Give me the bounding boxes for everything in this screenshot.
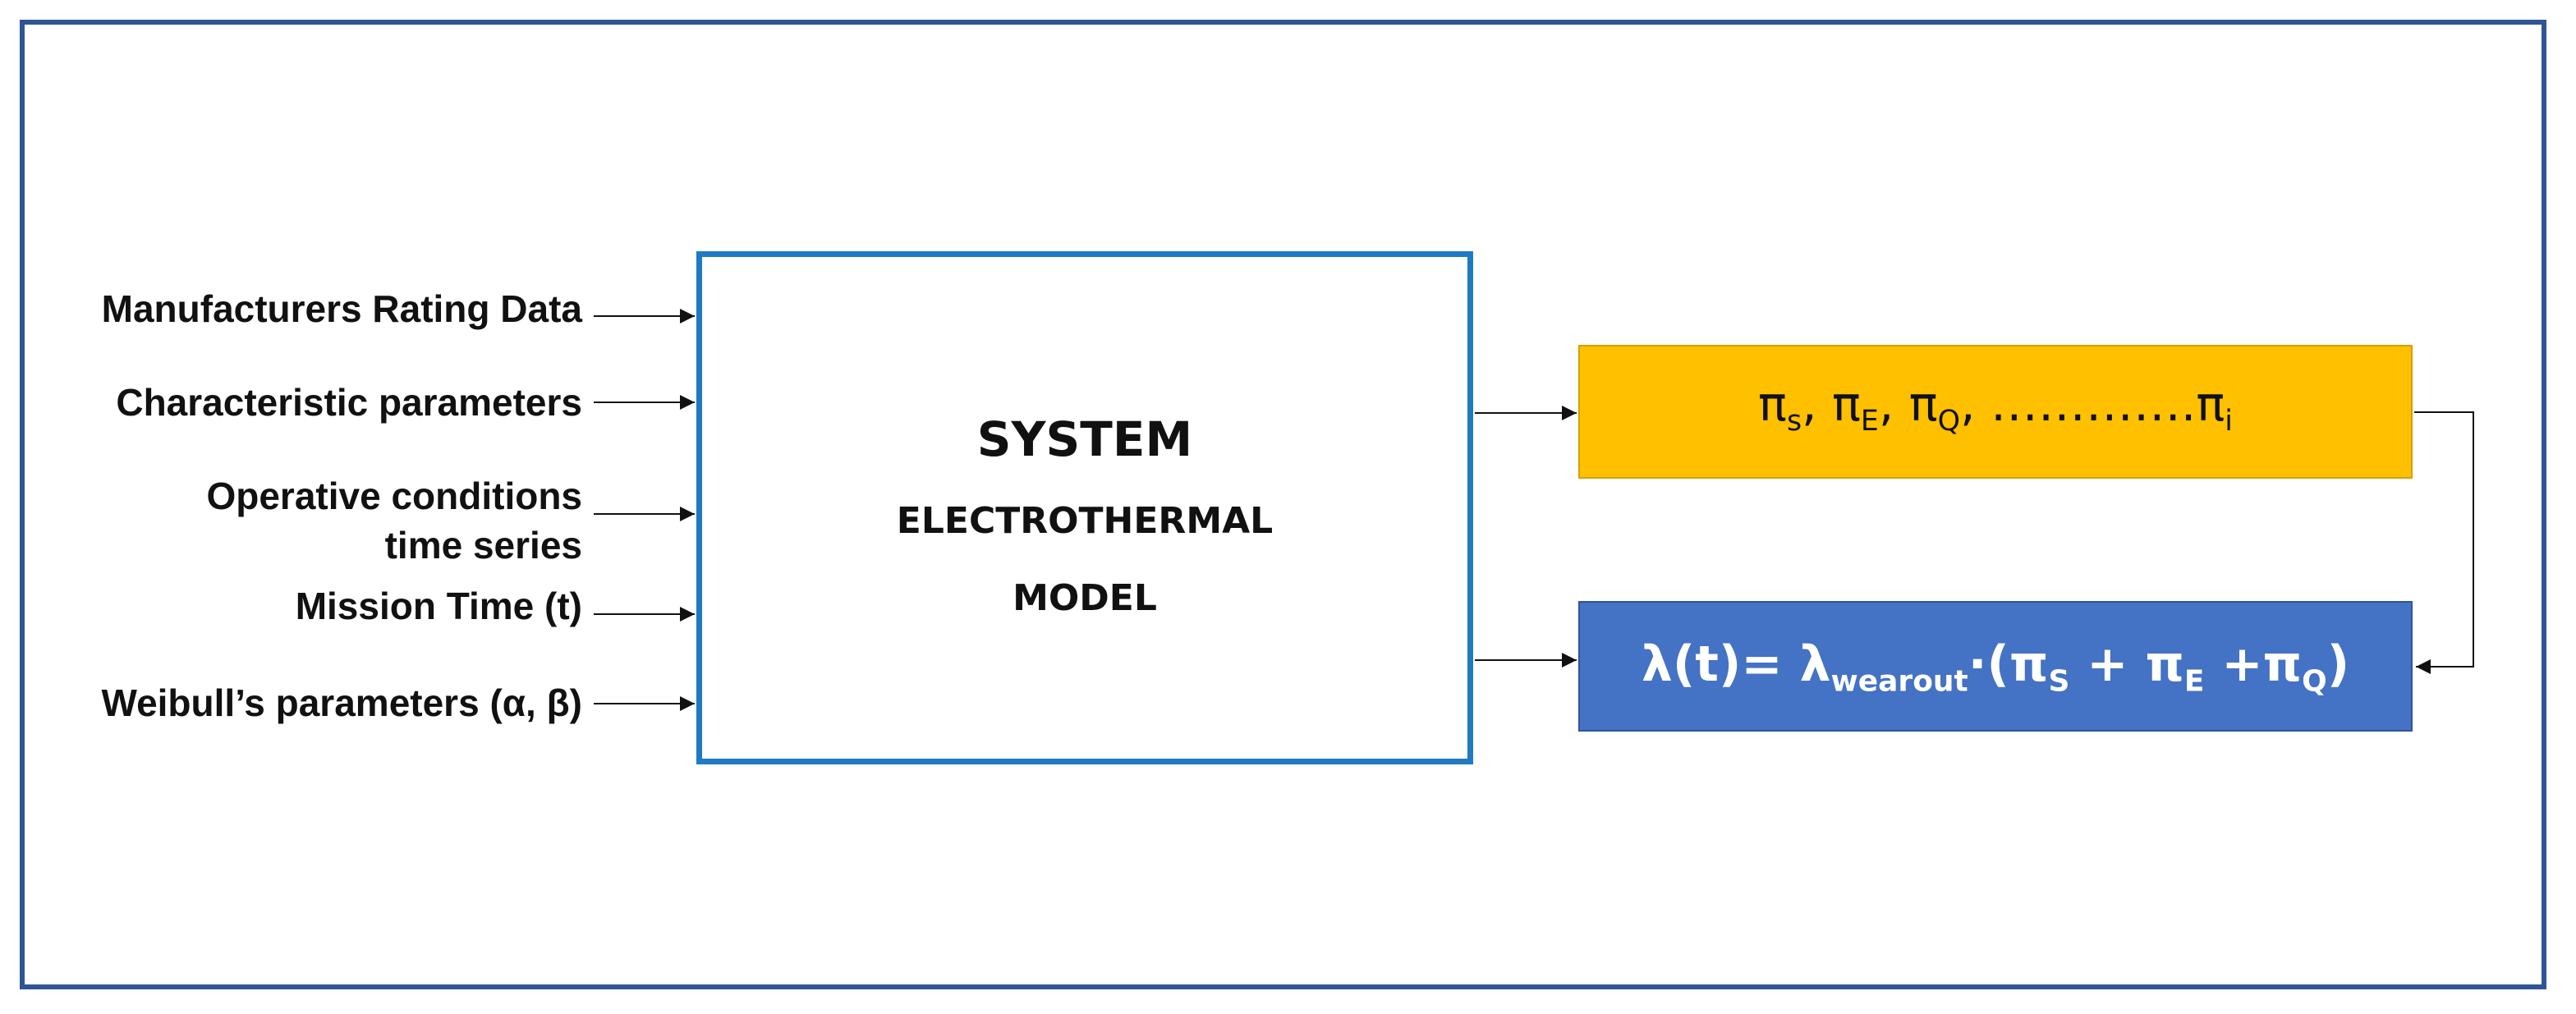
system-model-box: SYSTEM ELECTROTHERMAL MODEL [696, 251, 1473, 764]
input-operative-label-line1: Operative conditions [206, 475, 582, 517]
diagram-frame [20, 20, 2546, 989]
input-operative-label-line2: time series [384, 524, 582, 567]
pi-factors-box: πs, πE, πQ, ………….πi [1578, 345, 2413, 479]
input-weibull-label: Weibull’s parameters (α, β) [101, 681, 582, 724]
failure-rate-formula: λ(t)= λwearout·(πS + πE +πQ) [1641, 635, 2350, 699]
pi-factors-text: πs, πE, πQ, ………….πi [1758, 376, 2233, 438]
system-subtitle: ELECTROTHERMAL [896, 500, 1274, 542]
input-mission-label: Mission Time (t) [295, 585, 582, 627]
system-title: SYSTEM [976, 411, 1193, 467]
arrow-factors-feedback [2414, 411, 2474, 674]
failure-rate-box: λ(t)= λwearout·(πS + πE +πQ) [1578, 601, 2413, 732]
system-model-label: MODEL [1012, 577, 1157, 619]
input-characteristic-label: Characteristic parameters [116, 381, 582, 424]
input-manufacturers-label: Manufacturers Rating Data [101, 287, 582, 330]
